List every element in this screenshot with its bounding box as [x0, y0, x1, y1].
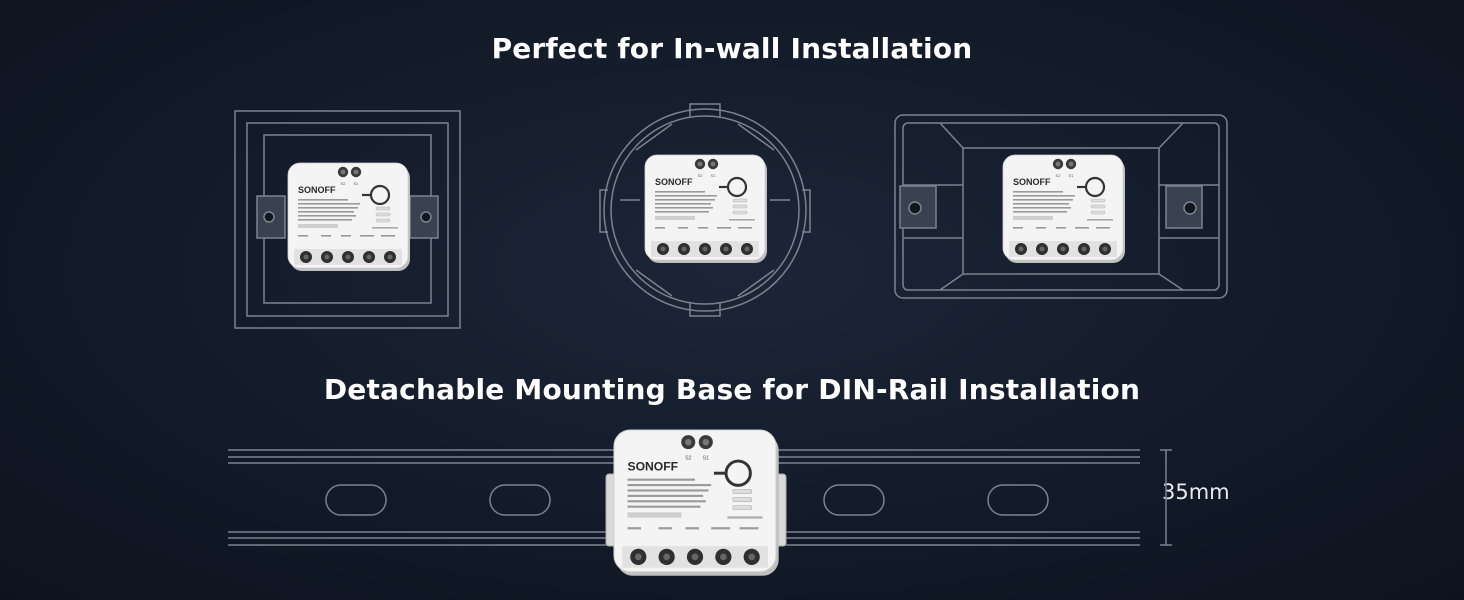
rail-dimension-bracket: [1160, 449, 1172, 546]
device-round-box: [643, 153, 769, 265]
device-din-rail: [612, 428, 781, 578]
device-square-box: [286, 161, 412, 273]
square-wall-box: [234, 110, 461, 329]
round-wall-box: [599, 103, 811, 317]
dinrail-heading: Detachable Mounting Base for DIN-Rail In…: [323, 373, 1141, 406]
device-rect-box: [1001, 153, 1127, 265]
rail-height-label: 35mm: [1162, 480, 1230, 504]
inwall-heading: Perfect for In-wall Installation: [491, 32, 973, 65]
rect-wall-box: [894, 114, 1228, 299]
